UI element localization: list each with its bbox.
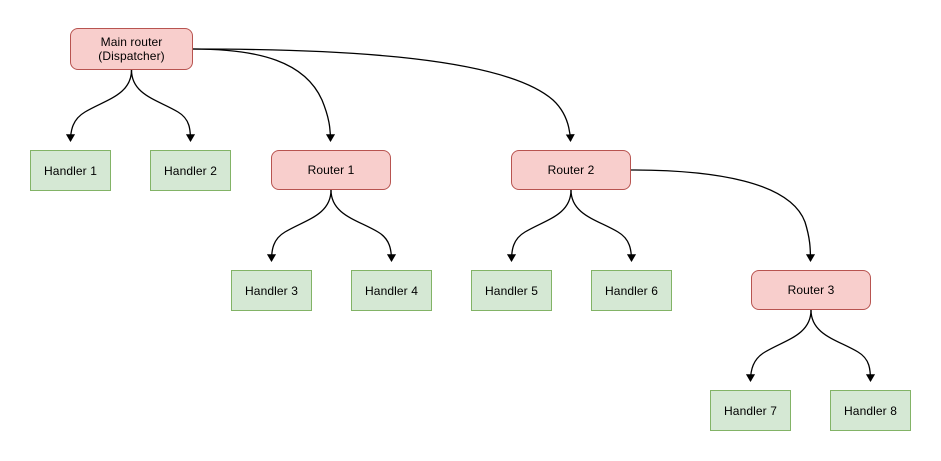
- edge-main-router-to-handler-1: [65, 69, 133, 143]
- node-handler-8[interactable]: Handler 8: [830, 390, 911, 431]
- node-router-2-label: Router 2: [547, 163, 595, 177]
- node-handler-6-label: Handler 6: [605, 283, 658, 298]
- node-handler-3-label: Handler 3: [245, 283, 298, 298]
- node-main-router-label: Main router (Dispatcher): [98, 35, 165, 63]
- node-handler-3[interactable]: Handler 3: [231, 270, 312, 311]
- node-handler-7-label: Handler 7: [724, 403, 777, 418]
- node-router-2[interactable]: Router 2: [511, 150, 631, 190]
- node-handler-7[interactable]: Handler 7: [710, 390, 791, 431]
- node-handler-4[interactable]: Handler 4: [351, 270, 432, 311]
- node-handler-8-label: Handler 8: [844, 403, 897, 418]
- node-router-1-label: Router 1: [307, 163, 355, 177]
- edge-router-1-to-handler-3: [266, 189, 332, 263]
- edge-main-router-to-handler-2: [130, 69, 196, 143]
- node-handler-2[interactable]: Handler 2: [150, 150, 231, 191]
- node-handler-4-label: Handler 4: [365, 283, 418, 298]
- edge-router-1-to-handler-4: [330, 189, 397, 263]
- node-router-1[interactable]: Router 1: [271, 150, 391, 190]
- node-handler-5-label: Handler 5: [485, 283, 538, 298]
- edge-main-router-to-router-2: [192, 48, 575, 143]
- edge-router-3-to-handler-8: [810, 309, 876, 383]
- node-router-3[interactable]: Router 3: [751, 270, 871, 310]
- node-handler-2-label: Handler 2: [164, 163, 217, 178]
- node-router-3-label: Router 3: [787, 283, 835, 297]
- edge-router-2-to-handler-5: [506, 189, 572, 263]
- edge-router-2-to-router-3: [630, 169, 816, 263]
- edge-router-3-to-handler-7: [745, 309, 812, 383]
- node-handler-6[interactable]: Handler 6: [591, 270, 672, 311]
- node-handler-1-label: Handler 1: [44, 163, 97, 178]
- node-handler-5[interactable]: Handler 5: [471, 270, 552, 311]
- node-handler-1[interactable]: Handler 1: [30, 150, 111, 191]
- edge-main-router-to-router-1: [192, 48, 336, 143]
- node-main-router[interactable]: Main router (Dispatcher): [70, 28, 193, 70]
- edge-router-2-to-handler-6: [570, 189, 637, 263]
